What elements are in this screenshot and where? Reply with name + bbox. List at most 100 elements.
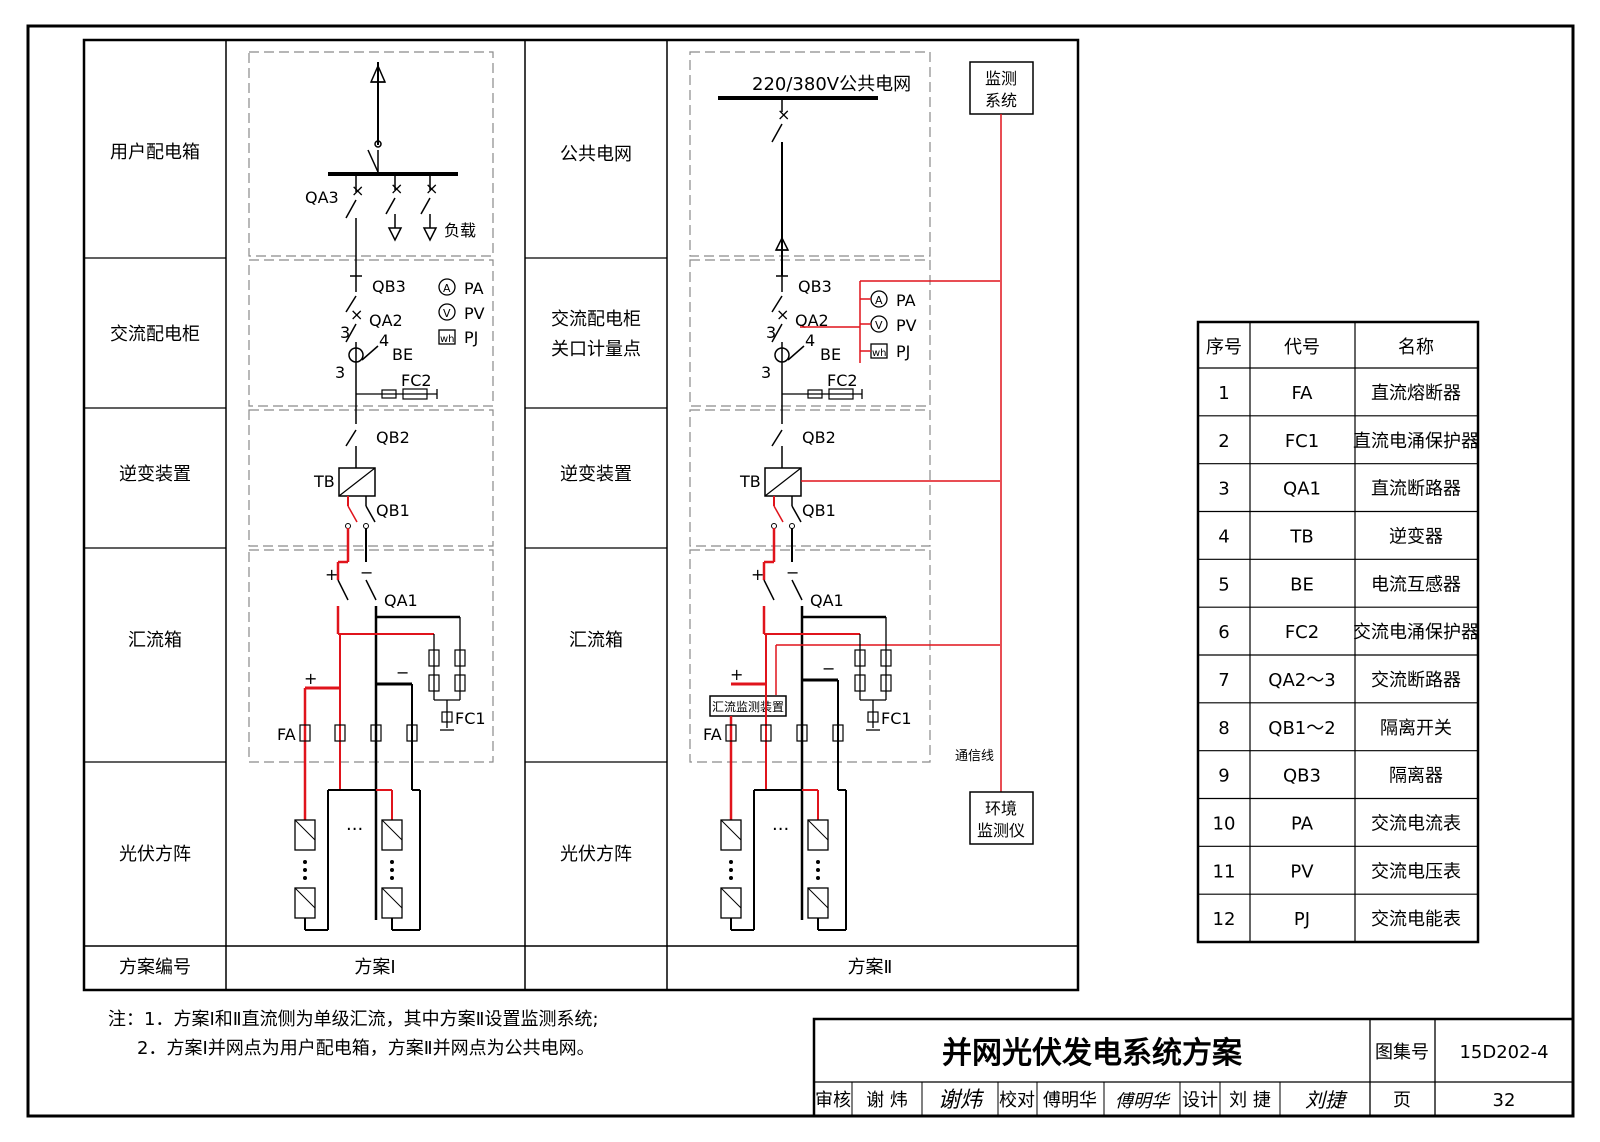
be-n3b: 3 [335,363,345,382]
table-cell-name: 隔离器 [1389,766,1443,787]
table-cell-code: FC2 [1285,622,1319,643]
table-cell-no: 4 [1218,526,1229,547]
table-cell-no: 10 [1213,813,1236,834]
ammeter-symbol-2: A [875,294,883,307]
inverter-icon [764,467,802,497]
ammeter-symbol: A [443,282,451,295]
grid-label: 220/380V公共电网 [752,74,911,95]
review-signature: 谢炜 [938,1088,985,1113]
pv-dots: ··· [346,819,363,840]
combiner-minus: − [396,663,409,682]
row-label-pv-array: 光伏方阵 [119,844,191,865]
row-label-inverter-2: 逆变装置 [560,464,632,485]
inverter-icon [338,467,376,497]
pa-label-2: PA [896,291,916,310]
table-cell-name: 逆变器 [1389,526,1443,547]
row-label-pv-array-2: 光伏方阵 [560,844,632,865]
table-cell-no: 5 [1218,574,1229,595]
pv-dots-2: ··· [772,819,789,840]
env-monitor-label-2: 监测仪 [977,821,1025,840]
svg-text:×: × [425,179,438,198]
qa2-label-2: QA2 [795,311,829,330]
load-label: 负载 [444,221,476,240]
table-header-name: 名称 [1398,337,1434,358]
sheet-border [26,24,1575,1118]
table-header-code: 代号 [1284,337,1320,358]
energy-meter-symbol-2: wh [872,348,887,359]
tb-label-2: TB [739,472,761,491]
table-cell-code: PV [1290,861,1314,882]
qa1-plus: + [325,565,338,584]
pv-module-icon [381,819,403,851]
pv-module-icon [807,819,829,851]
be-n4-2: 4 [805,331,815,350]
fc2-label-2: FC2 [827,371,858,390]
qa1-minus: − [360,563,373,582]
note-line-2: 2．方案Ⅰ并网点为用户配电箱，方案Ⅱ并网点为公共电网。 [137,1038,595,1059]
table-cell-name: 隔离开关 [1380,718,1452,739]
row-label-metering-point: 关口计量点 [551,339,641,360]
table-cell-no: 3 [1218,479,1229,500]
qa1-label: QA1 [384,591,418,610]
note-line-1: 注：1．方案Ⅰ和Ⅱ直流侧为单级汇流，其中方案Ⅱ设置监测系统; [108,1009,599,1030]
table-cell-code: QB1～2 [1268,718,1335,739]
scheme-1-diagram: × × × QA3 负载 × QB3 QA2 BE 3 4 3 A V [248,51,494,931]
qb2-label: QB2 [376,428,410,447]
row-label-combiner-2: 汇流箱 [569,630,623,651]
qb3-label-2: QB3 [798,277,832,296]
table-cell-name: 交流电能表 [1371,909,1461,930]
qb3-label: QB3 [372,277,406,296]
qb1-label: QB1 [376,501,410,520]
table-cell-name: 电流互感器 [1371,574,1461,595]
svg-text:×: × [351,181,364,200]
table-cell-no: 12 [1213,909,1236,930]
table-cell-name: 交流电涌保护器 [1353,622,1479,643]
review-name: 谢 炜 [866,1090,908,1111]
row-label-inverter: 逆变装置 [119,464,191,485]
ammeter-icon [438,278,456,296]
qa1-minus-2: − [786,563,799,582]
title-block [812,1017,1575,1118]
table-header-no: 序号 [1206,337,1242,358]
design-label: 设计 [1182,1090,1218,1111]
table-cell-code: FC1 [1285,431,1319,452]
env-monitor-box [969,791,1034,845]
table-cell-code: BE [1290,574,1314,595]
fa-label: FA [277,725,296,744]
page-label: 页 [1393,1090,1411,1111]
be-label: BE [392,345,413,364]
be-label-2: BE [820,345,841,364]
svg-text:×: × [777,105,790,124]
scheme-1-label: 方案Ⅰ [354,957,395,978]
pv-module-icon [294,819,316,851]
qb1-label-2: QB1 [802,501,836,520]
pv-label-2: PV [896,316,917,335]
table-cell-code: PA [1291,813,1314,834]
table-cell-name: 交流电压表 [1371,861,1461,882]
table-cell-no: 9 [1218,766,1229,787]
table-cell-no: 7 [1218,670,1229,691]
row-label-ac-cabinet: 交流配电柜 [110,324,200,345]
table-cell-code: FA [1291,383,1313,404]
monitoring-system-label-1: 监测 [985,69,1017,88]
table-cell-code: QB3 [1283,766,1321,787]
energy-meter-symbol: wh [440,334,455,345]
table-cell-no: 11 [1213,861,1236,882]
table-cell-code: QA2～3 [1268,670,1335,691]
pv-module-icon [381,887,403,919]
monitoring-system-label-2: 系统 [985,91,1017,110]
row-label-combiner: 汇流箱 [128,630,182,651]
voltmeter-symbol: V [443,307,451,320]
pv-module-icon [807,887,829,919]
pv-module-icon [720,819,742,851]
atlas-number: 15D202-4 [1459,1042,1548,1063]
table-cell-no: 2 [1218,431,1229,452]
pj-label-2: PJ [896,342,910,361]
review-label: 审核 [815,1090,851,1111]
svg-text:×: × [390,179,403,198]
qa3-label: QA3 [305,188,339,207]
row-label-ac-cabinet-2: 交流配电柜 [551,309,641,330]
qa1-label-2: QA1 [810,591,844,610]
